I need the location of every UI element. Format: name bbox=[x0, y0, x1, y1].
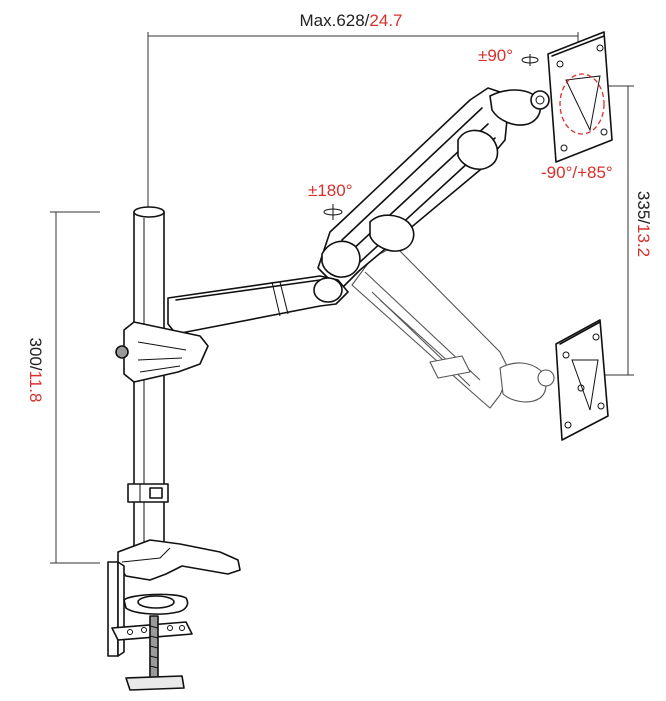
pole-height-dimension: 300/11.8 bbox=[26, 211, 100, 564]
swivel-joint-label: ±180° bbox=[308, 181, 353, 200]
desk-clamp bbox=[107, 539, 241, 691]
height-range-label: 335/13.2 bbox=[634, 191, 653, 257]
vesa-plate-upper bbox=[547, 31, 613, 163]
clamp-pad bbox=[125, 675, 185, 691]
lower-arm bbox=[167, 275, 349, 335]
tilt-rotation-icon bbox=[559, 73, 605, 135]
arm-collar bbox=[115, 321, 209, 383]
vesa-plate-lower bbox=[555, 319, 609, 441]
swivel-top-label: ±90° bbox=[478, 46, 513, 65]
max-reach-dimension: Max.628/24.7 bbox=[147, 11, 579, 212]
raised-arm bbox=[317, 87, 550, 291]
lowered-arm-ghost bbox=[351, 245, 555, 409]
tension-knob-icon bbox=[115, 345, 129, 359]
max-reach-label: Max.628/24.7 bbox=[299, 11, 402, 30]
pole-height-label: 300/11.8 bbox=[26, 338, 45, 403]
height-range-dimension: 335/13.2 bbox=[600, 85, 653, 376]
cable-clip bbox=[127, 483, 169, 503]
pole bbox=[133, 206, 165, 558]
tilt-label: -90°/+85° bbox=[541, 163, 613, 182]
